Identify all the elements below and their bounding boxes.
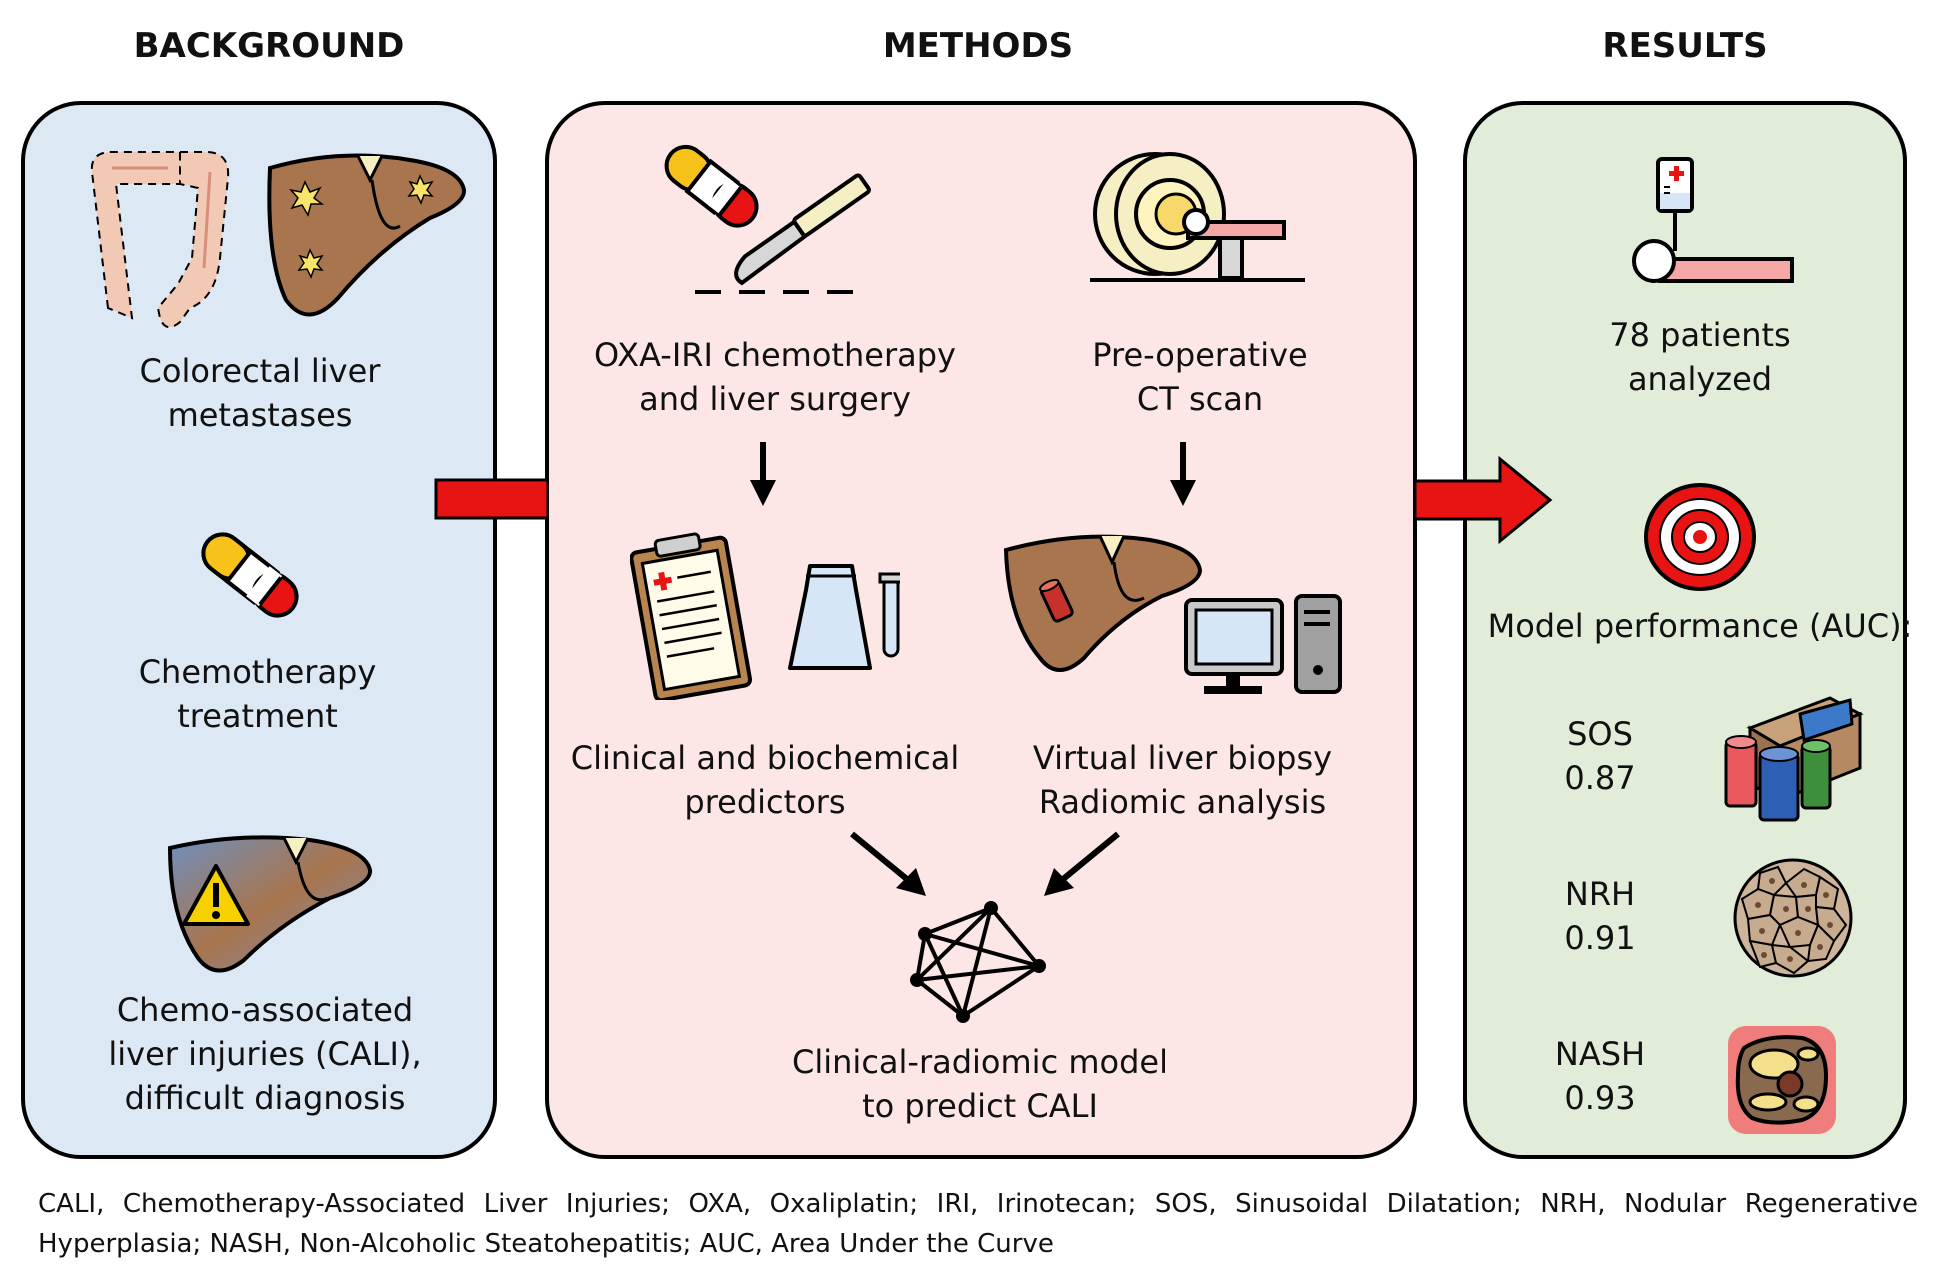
hepatocyte-cluster-icon xyxy=(1733,858,1853,978)
red-arrow-right xyxy=(1413,455,1553,545)
metric-nash-value: 0.93 xyxy=(1564,1079,1636,1117)
steatosis-cell-icon xyxy=(1728,1026,1836,1134)
target-icon xyxy=(1644,483,1756,591)
network-icon xyxy=(910,901,1046,1023)
metric-nash: NASH 0.93 xyxy=(1520,1032,1680,1120)
red-arrow-left xyxy=(434,478,549,520)
background-item3-label: Chemo-associated liver injuries (CALI), … xyxy=(108,991,422,1117)
colon-liver-icon xyxy=(90,151,466,329)
virtual-biopsy-label: Virtual liver biopsy Radiomic analysis xyxy=(1032,739,1333,821)
ct-scanner-icon xyxy=(1090,152,1305,282)
ct-scan-label: Pre-operative CT scan xyxy=(1092,336,1308,418)
clipboard-lab-icon xyxy=(630,532,900,700)
abbreviations-legend: CALI, Chemotherapy-Associated Liver Inju… xyxy=(38,1189,1918,1259)
diag-arrow-left xyxy=(850,831,926,896)
results-heading: RESULTS xyxy=(1602,26,1768,66)
metric-sos-name: SOS xyxy=(1567,715,1633,753)
metric-sos-value: 0.87 xyxy=(1564,759,1636,797)
metric-nash-name: NASH xyxy=(1554,1035,1646,1073)
patients-label: 78 patients analyzed xyxy=(1609,316,1791,398)
metric-sos: SOS 0.87 xyxy=(1520,712,1680,800)
liver-computer-icon xyxy=(1003,534,1342,694)
down-arrow-left xyxy=(750,442,776,506)
pill-icon xyxy=(201,532,299,618)
metric-nrh-value: 0.91 xyxy=(1564,919,1636,957)
metric-nrh: NRH 0.91 xyxy=(1520,872,1680,960)
patient-bed-icon xyxy=(1632,157,1794,283)
diag-arrow-right xyxy=(1044,831,1120,896)
liver-warning-icon xyxy=(167,835,373,973)
background-item1-label: Colorectal liver metastases xyxy=(139,352,381,434)
pill-scalpel-icon xyxy=(664,144,871,294)
model-performance-label: Model performance (AUC): xyxy=(1487,607,1913,645)
model-label: Clinical-radiomic model to predict CALI xyxy=(792,1043,1168,1125)
clinical-predictors-label: Clinical and biochemical predictors xyxy=(570,739,960,821)
background-item2-label: Chemotherapy treatment xyxy=(138,653,377,735)
background-panel xyxy=(21,101,497,1159)
metric-nrh-name: NRH xyxy=(1564,875,1636,913)
methods-heading: METHODS xyxy=(882,26,1074,66)
down-arrow-right xyxy=(1170,442,1196,506)
chemo-surgery-label: OXA-IRI chemotherapy and liver surgery xyxy=(594,336,956,418)
background-heading: BACKGROUND xyxy=(133,26,405,66)
sinusoid-icon xyxy=(1724,696,1864,822)
